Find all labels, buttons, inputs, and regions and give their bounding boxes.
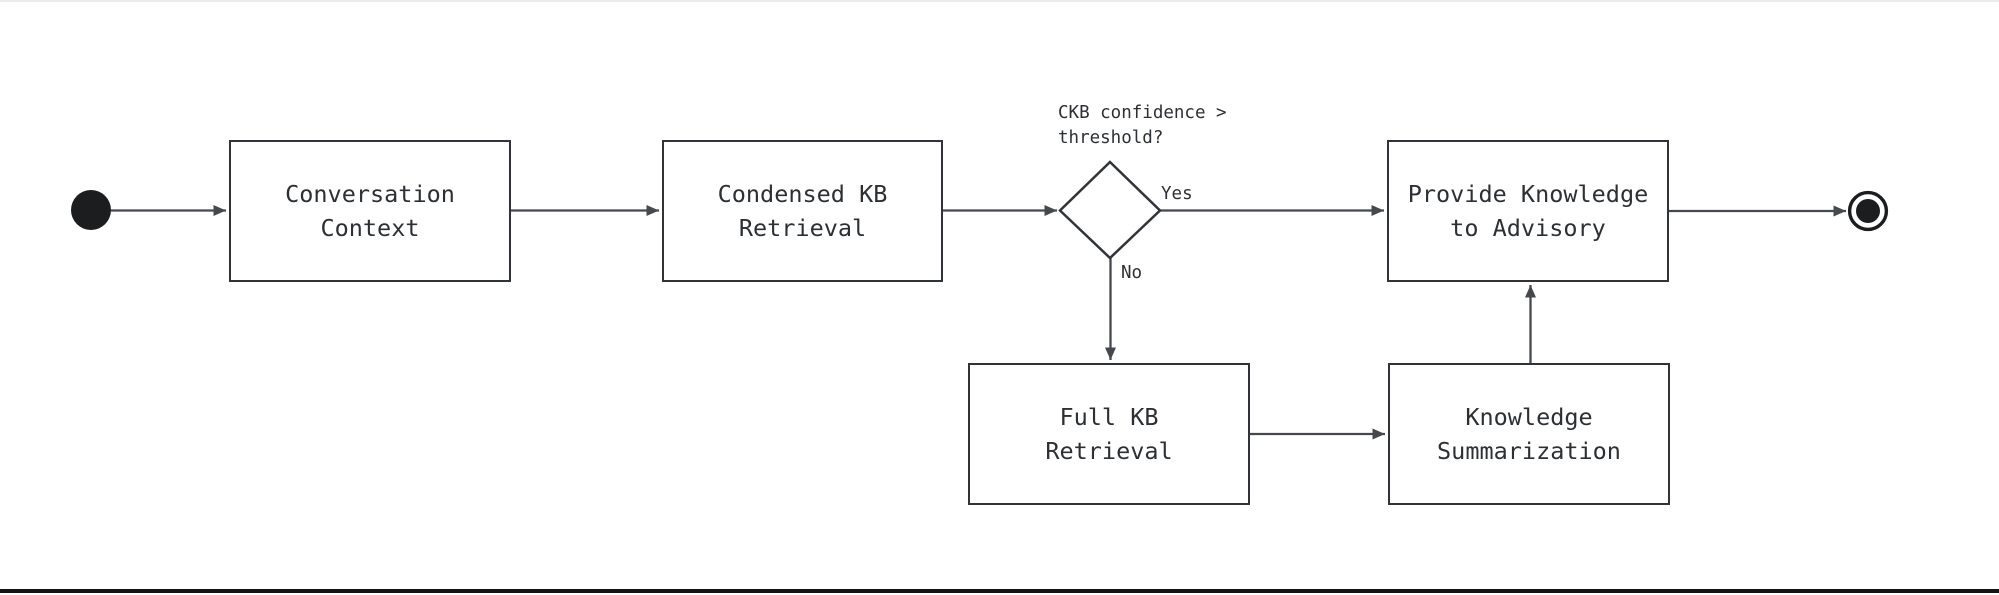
node-label-line: to Advisory [1450, 214, 1606, 242]
bottom-edge-bar [0, 589, 1999, 593]
decision-condition-line: threshold? [1058, 128, 1164, 148]
end-node-inner-dot [1856, 199, 1880, 223]
connectors [111, 205, 1846, 440]
branch-label-yes: Yes [1161, 184, 1193, 204]
start-node [71, 190, 111, 230]
node-label-line: Retrieval [1045, 437, 1173, 465]
branch-label-no: No [1121, 263, 1143, 283]
node-label-line: Provide Knowledge [1407, 180, 1649, 208]
node-conversation-context: Conversation Context [229, 140, 511, 282]
node-full-kb-retrieval: Full KB Retrieval [968, 363, 1250, 505]
node-label-line: Context [320, 214, 420, 242]
node-label-line: Knowledge [1465, 403, 1593, 431]
node-label-line: Conversation [285, 180, 455, 208]
top-border-line [0, 0, 1999, 2]
node-label-line: Summarization [1437, 437, 1621, 465]
decision-condition-label: CKB confidence > threshold? [1058, 101, 1227, 151]
decision-condition-line: CKB confidence > [1058, 103, 1227, 123]
node-label-line: Full KB [1059, 403, 1159, 431]
decision-diamond [1058, 160, 1162, 260]
node-condensed-kb-retrieval: Condensed KB Retrieval [662, 140, 943, 282]
node-provide-knowledge-to-advisory: Provide Knowledge to Advisory [1387, 140, 1669, 282]
node-knowledge-summarization: Knowledge Summarization [1388, 363, 1670, 505]
node-label-line: Retrieval [738, 214, 867, 242]
node-label-line: Condensed KB [717, 180, 888, 208]
